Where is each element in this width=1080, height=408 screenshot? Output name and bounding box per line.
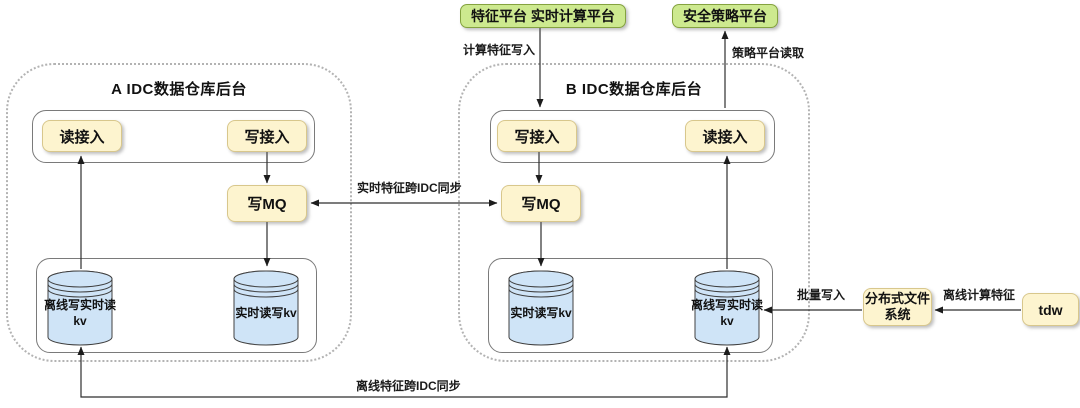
security-platform-node: 安全策略平台 bbox=[672, 4, 778, 28]
compute-feature-write-label: 计算特征写入 bbox=[463, 43, 536, 57]
feature-platform-label: 特征平台 实时计算平台 bbox=[471, 8, 615, 24]
idc-b-kv-realtime-label: 实时读写kv bbox=[510, 306, 572, 321]
idc-a-kv-offline-label: 离线写实时读kv bbox=[43, 298, 116, 328]
idc-b-write-mq-node: 写MQ bbox=[501, 185, 581, 222]
idc-a-read-access-node: 读接入 bbox=[42, 120, 122, 152]
idc-a-write-mq-node: 写MQ bbox=[227, 185, 307, 222]
feature-platform-node: 特征平台 实时计算平台 bbox=[460, 4, 626, 28]
database-cylinder-icon bbox=[47, 270, 113, 346]
idc-a-write-access-label: 写接入 bbox=[244, 128, 290, 146]
tdw-label: tdw bbox=[1038, 301, 1063, 318]
idc-a-kv-realtime-label: 实时读写kv bbox=[235, 306, 297, 321]
idc-a-write-access-node: 写接入 bbox=[227, 120, 307, 152]
idc-b-read-access-label: 读接入 bbox=[702, 128, 748, 146]
idc-b-write-mq-label: 写MQ bbox=[521, 196, 561, 213]
idc-b-title: B IDC数据仓库后台 bbox=[565, 81, 703, 98]
idc-b-kv-offline-db: 离线写实时读kv bbox=[691, 270, 763, 346]
database-cylinder-icon bbox=[694, 270, 760, 346]
offline-cross-idc-sync-label: 离线特征跨IDC同步 bbox=[356, 379, 461, 393]
database-cylinder-icon bbox=[233, 270, 299, 346]
idc-b-write-access-label: 写接入 bbox=[514, 128, 560, 146]
idc-a-title: A IDC数据仓库后台 bbox=[111, 81, 247, 98]
idc-b-write-access-node: 写接入 bbox=[497, 120, 577, 152]
database-cylinder-icon bbox=[508, 270, 574, 346]
idc-a-kv-offline-db: 离线写实时读kv bbox=[44, 270, 116, 346]
policy-platform-read-label: 策略平台读取 bbox=[732, 46, 805, 60]
realtime-cross-idc-sync-label: 实时特征跨IDC同步 bbox=[357, 181, 462, 195]
idc-b-kv-realtime-db: 实时读写kv bbox=[508, 270, 574, 346]
batch-write-label: 批量写入 bbox=[797, 288, 846, 302]
idc-b-access-layer bbox=[490, 110, 775, 163]
tdw-node: tdw bbox=[1022, 293, 1079, 326]
idc-b-read-access-node: 读接入 bbox=[685, 120, 765, 152]
security-platform-label: 安全策略平台 bbox=[683, 8, 767, 24]
distributed-file-system-node: 分布式文件系统 bbox=[863, 288, 932, 326]
idc-b-kv-offline-label: 离线写实时读kv bbox=[690, 298, 763, 328]
idc-a-kv-realtime-db: 实时读写kv bbox=[233, 270, 299, 346]
idc-a-access-layer bbox=[32, 110, 315, 163]
offline-compute-feature-label: 离线计算特征 bbox=[943, 288, 1016, 302]
idc-a-write-mq-label: 写MQ bbox=[247, 196, 287, 213]
distributed-file-system-label: 分布式文件系统 bbox=[864, 290, 930, 322]
idc-a-read-access-label: 读接入 bbox=[59, 128, 105, 146]
